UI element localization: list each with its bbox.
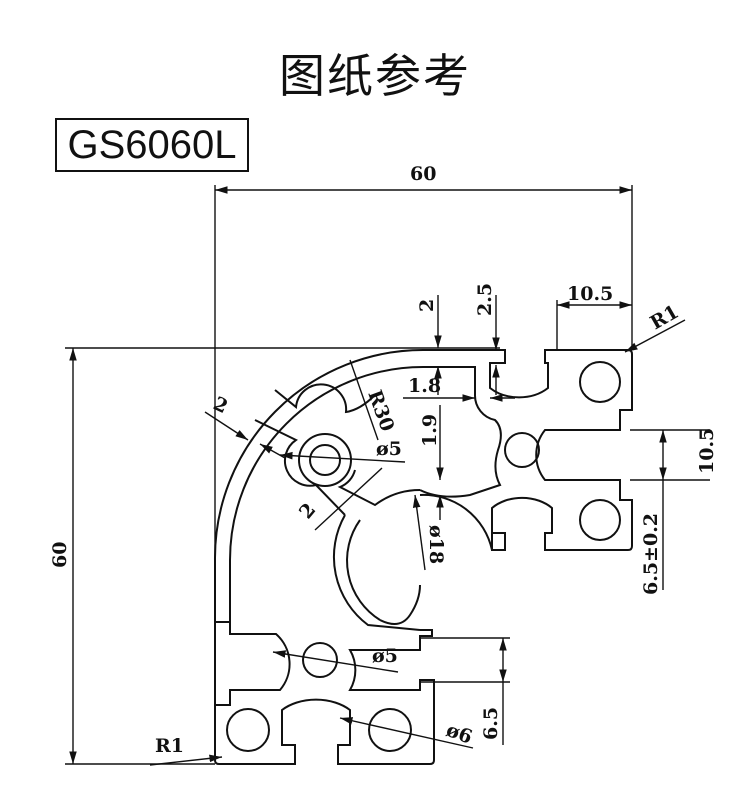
dim-corner-radius-bottom: R1 (155, 735, 184, 757)
dim-hub-hole: ø5 (376, 438, 402, 460)
profile-outline (213, 349, 633, 765)
dim-overall-height: 60 (49, 542, 71, 568)
dim-corner-radius-top: R1 (647, 301, 683, 335)
dim-top-wall: 2 (416, 299, 438, 312)
dim-slot-width: 10.5 (696, 428, 718, 474)
dim-overall-width: 60 (410, 163, 436, 185)
dim-rib: 2 (295, 499, 320, 523)
dim-slot-lip: 2.5 (474, 283, 496, 316)
dim-slot-depth: 6.5±0.2 (640, 513, 662, 595)
dim-center-bore: ø18 (425, 525, 447, 564)
dim-lower-hole: ø5 (372, 645, 398, 667)
drawing-title: 图纸参考 (279, 49, 471, 103)
dim-outer-radius: R30 (363, 387, 398, 434)
dimension-labels: 60 60 10.5 R1 2 2.5 1.8 1.9 R30 ø5 2 2 ø… (49, 163, 718, 757)
dim-inner-wall: 1.9 (419, 414, 441, 447)
dim-right-block-width: 10.5 (567, 283, 613, 305)
dim-slot-gap: 1.8 (408, 375, 441, 397)
dim-arc-wall: 2 (210, 393, 231, 419)
dimension-lines (65, 185, 710, 766)
dim-lower-slot-depth: 6.5 (480, 707, 502, 740)
model-label: GS6060L (55, 118, 249, 172)
dim-corner-hole: ø6 (443, 719, 475, 749)
